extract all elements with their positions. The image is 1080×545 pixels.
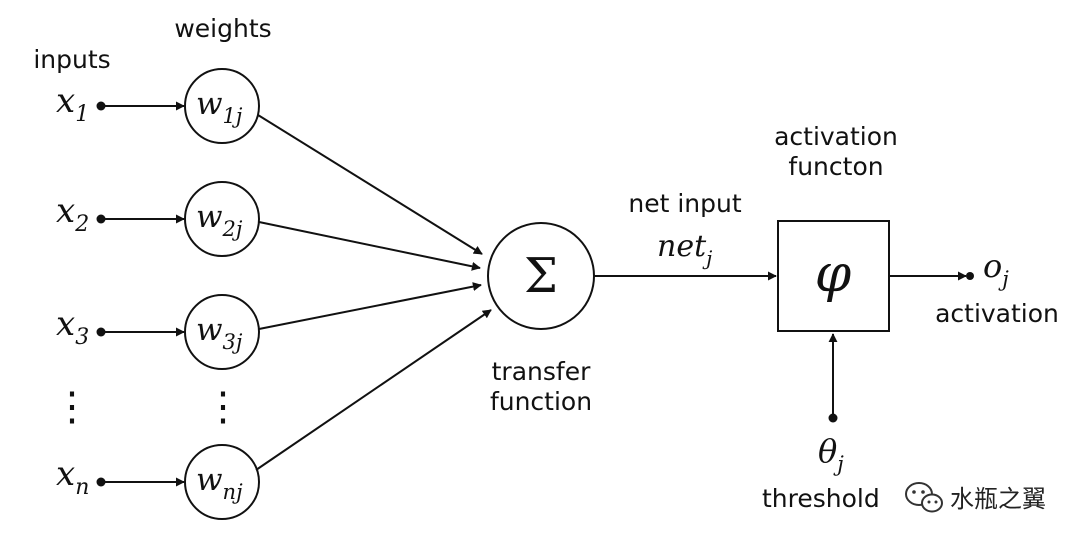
weight-node — [184, 444, 260, 520]
input-ellipsis: ⋮ — [52, 384, 92, 430]
net-j-label: netj — [657, 229, 712, 270]
weight-to-sum-arrow — [257, 114, 483, 255]
input-row-3: x3 w3j — [56, 294, 260, 370]
input-row-2: x2 w2j — [56, 181, 260, 257]
weight-ellipsis: ⋮ — [203, 384, 243, 430]
weight-w1j-label: w1j — [196, 86, 243, 128]
input-x1-label: x1 — [56, 81, 89, 127]
input-x2-label: x2 — [56, 191, 89, 237]
net-input-label: net input — [628, 189, 741, 218]
activation-function-label-line2: functon — [788, 152, 883, 181]
wechat-icon — [905, 482, 943, 513]
activation-function-label-line1: activation — [774, 122, 898, 151]
weight-to-sum-arrow — [258, 221, 481, 271]
inputs-label: inputs — [33, 45, 110, 74]
output-node-dot — [966, 272, 974, 280]
transfer-function-label-line1: transfer — [492, 357, 591, 386]
sum-symbol: Σ — [524, 248, 558, 304]
watermark-text: 水瓶之翼 — [950, 485, 1046, 513]
threshold-label: threshold — [762, 484, 880, 513]
phi-symbol: φ — [815, 244, 852, 304]
weight-to-sum-arrow — [255, 309, 492, 471]
transfer-function-label-line2: function — [490, 387, 592, 416]
weight-node — [184, 181, 260, 257]
weight-wnj-label: wnj — [196, 462, 243, 504]
weights-label: weights — [174, 14, 271, 43]
theta-j-label: θj — [818, 432, 844, 476]
weight-to-sum-arrow — [258, 282, 482, 330]
weight-w2j-label: w2j — [196, 199, 243, 241]
output-oj-label: oj — [983, 247, 1009, 291]
input-x3-label: x3 — [56, 304, 89, 350]
weight-node — [184, 294, 260, 370]
watermark: 水瓶之翼 — [895, 474, 1060, 519]
input-xn-label: xn — [56, 454, 89, 500]
activation-label: activation — [935, 299, 1059, 328]
threshold-node-dot — [828, 413, 838, 423]
input-row-n: xn wnj — [56, 444, 260, 520]
weight-w3j-label: w3j — [196, 312, 243, 354]
input-row-1: x1 w1j — [56, 68, 260, 144]
weight-node — [184, 68, 260, 144]
activation-function-box — [777, 220, 890, 332]
